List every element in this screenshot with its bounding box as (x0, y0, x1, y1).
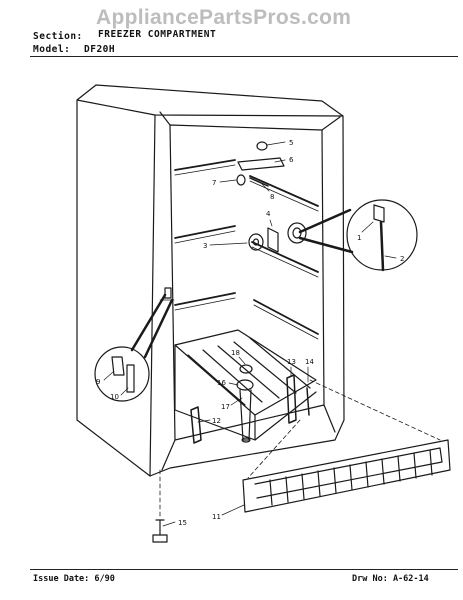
callout-18: 18 (231, 349, 240, 357)
cabinet (76, 84, 345, 477)
callout-15: 15 (178, 519, 187, 527)
model-label: Model: (33, 44, 71, 55)
callout-numbers: 1 2 3 4 5 6 7 8 9 10 11 12 13 14 15 16 1… (96, 139, 404, 527)
rack-brackets (190, 374, 310, 444)
thermostat-parts (236, 141, 307, 253)
leveling-leg (152, 519, 168, 543)
callout-5: 5 (289, 139, 293, 147)
callout-13: 13 (287, 358, 296, 366)
callout-16: 16 (217, 379, 226, 387)
callout-11: 11 (212, 513, 221, 521)
section-value: FREEZER COMPARTMENT (98, 29, 217, 40)
callout-3: 3 (203, 242, 207, 250)
callout-12: 12 (212, 417, 221, 425)
drain-parts (236, 364, 254, 443)
model-value: DF20H (84, 44, 116, 55)
callout-1: 1 (357, 234, 361, 242)
header-rule (30, 56, 458, 57)
detail-circle-door-switch (298, 199, 418, 272)
drawing-number: Drw No: A-62-14 (352, 574, 429, 584)
callout-9: 9 (96, 378, 100, 386)
callout-2: 2 (400, 255, 404, 263)
floor-rack (174, 329, 317, 441)
callout-7: 7 (212, 179, 216, 187)
callout-17: 17 (221, 403, 230, 411)
issue-date: Issue Date: 6/90 (33, 574, 115, 584)
callout-4: 4 (266, 210, 271, 218)
shelf-rails-right (249, 175, 319, 340)
leader-lines (103, 141, 397, 527)
projection-lines (159, 379, 441, 519)
callout-14: 14 (305, 358, 314, 366)
callout-8: 8 (270, 193, 274, 201)
base-grille (242, 439, 451, 513)
section-label: Section: (33, 31, 83, 42)
shelf-rails-left (174, 159, 236, 311)
detail-circle-hinge (94, 287, 174, 402)
watermark: AppliancePartsPros.com (96, 6, 352, 29)
footer-rule (30, 569, 458, 570)
callout-6: 6 (289, 156, 294, 164)
callout-10: 10 (110, 393, 119, 401)
